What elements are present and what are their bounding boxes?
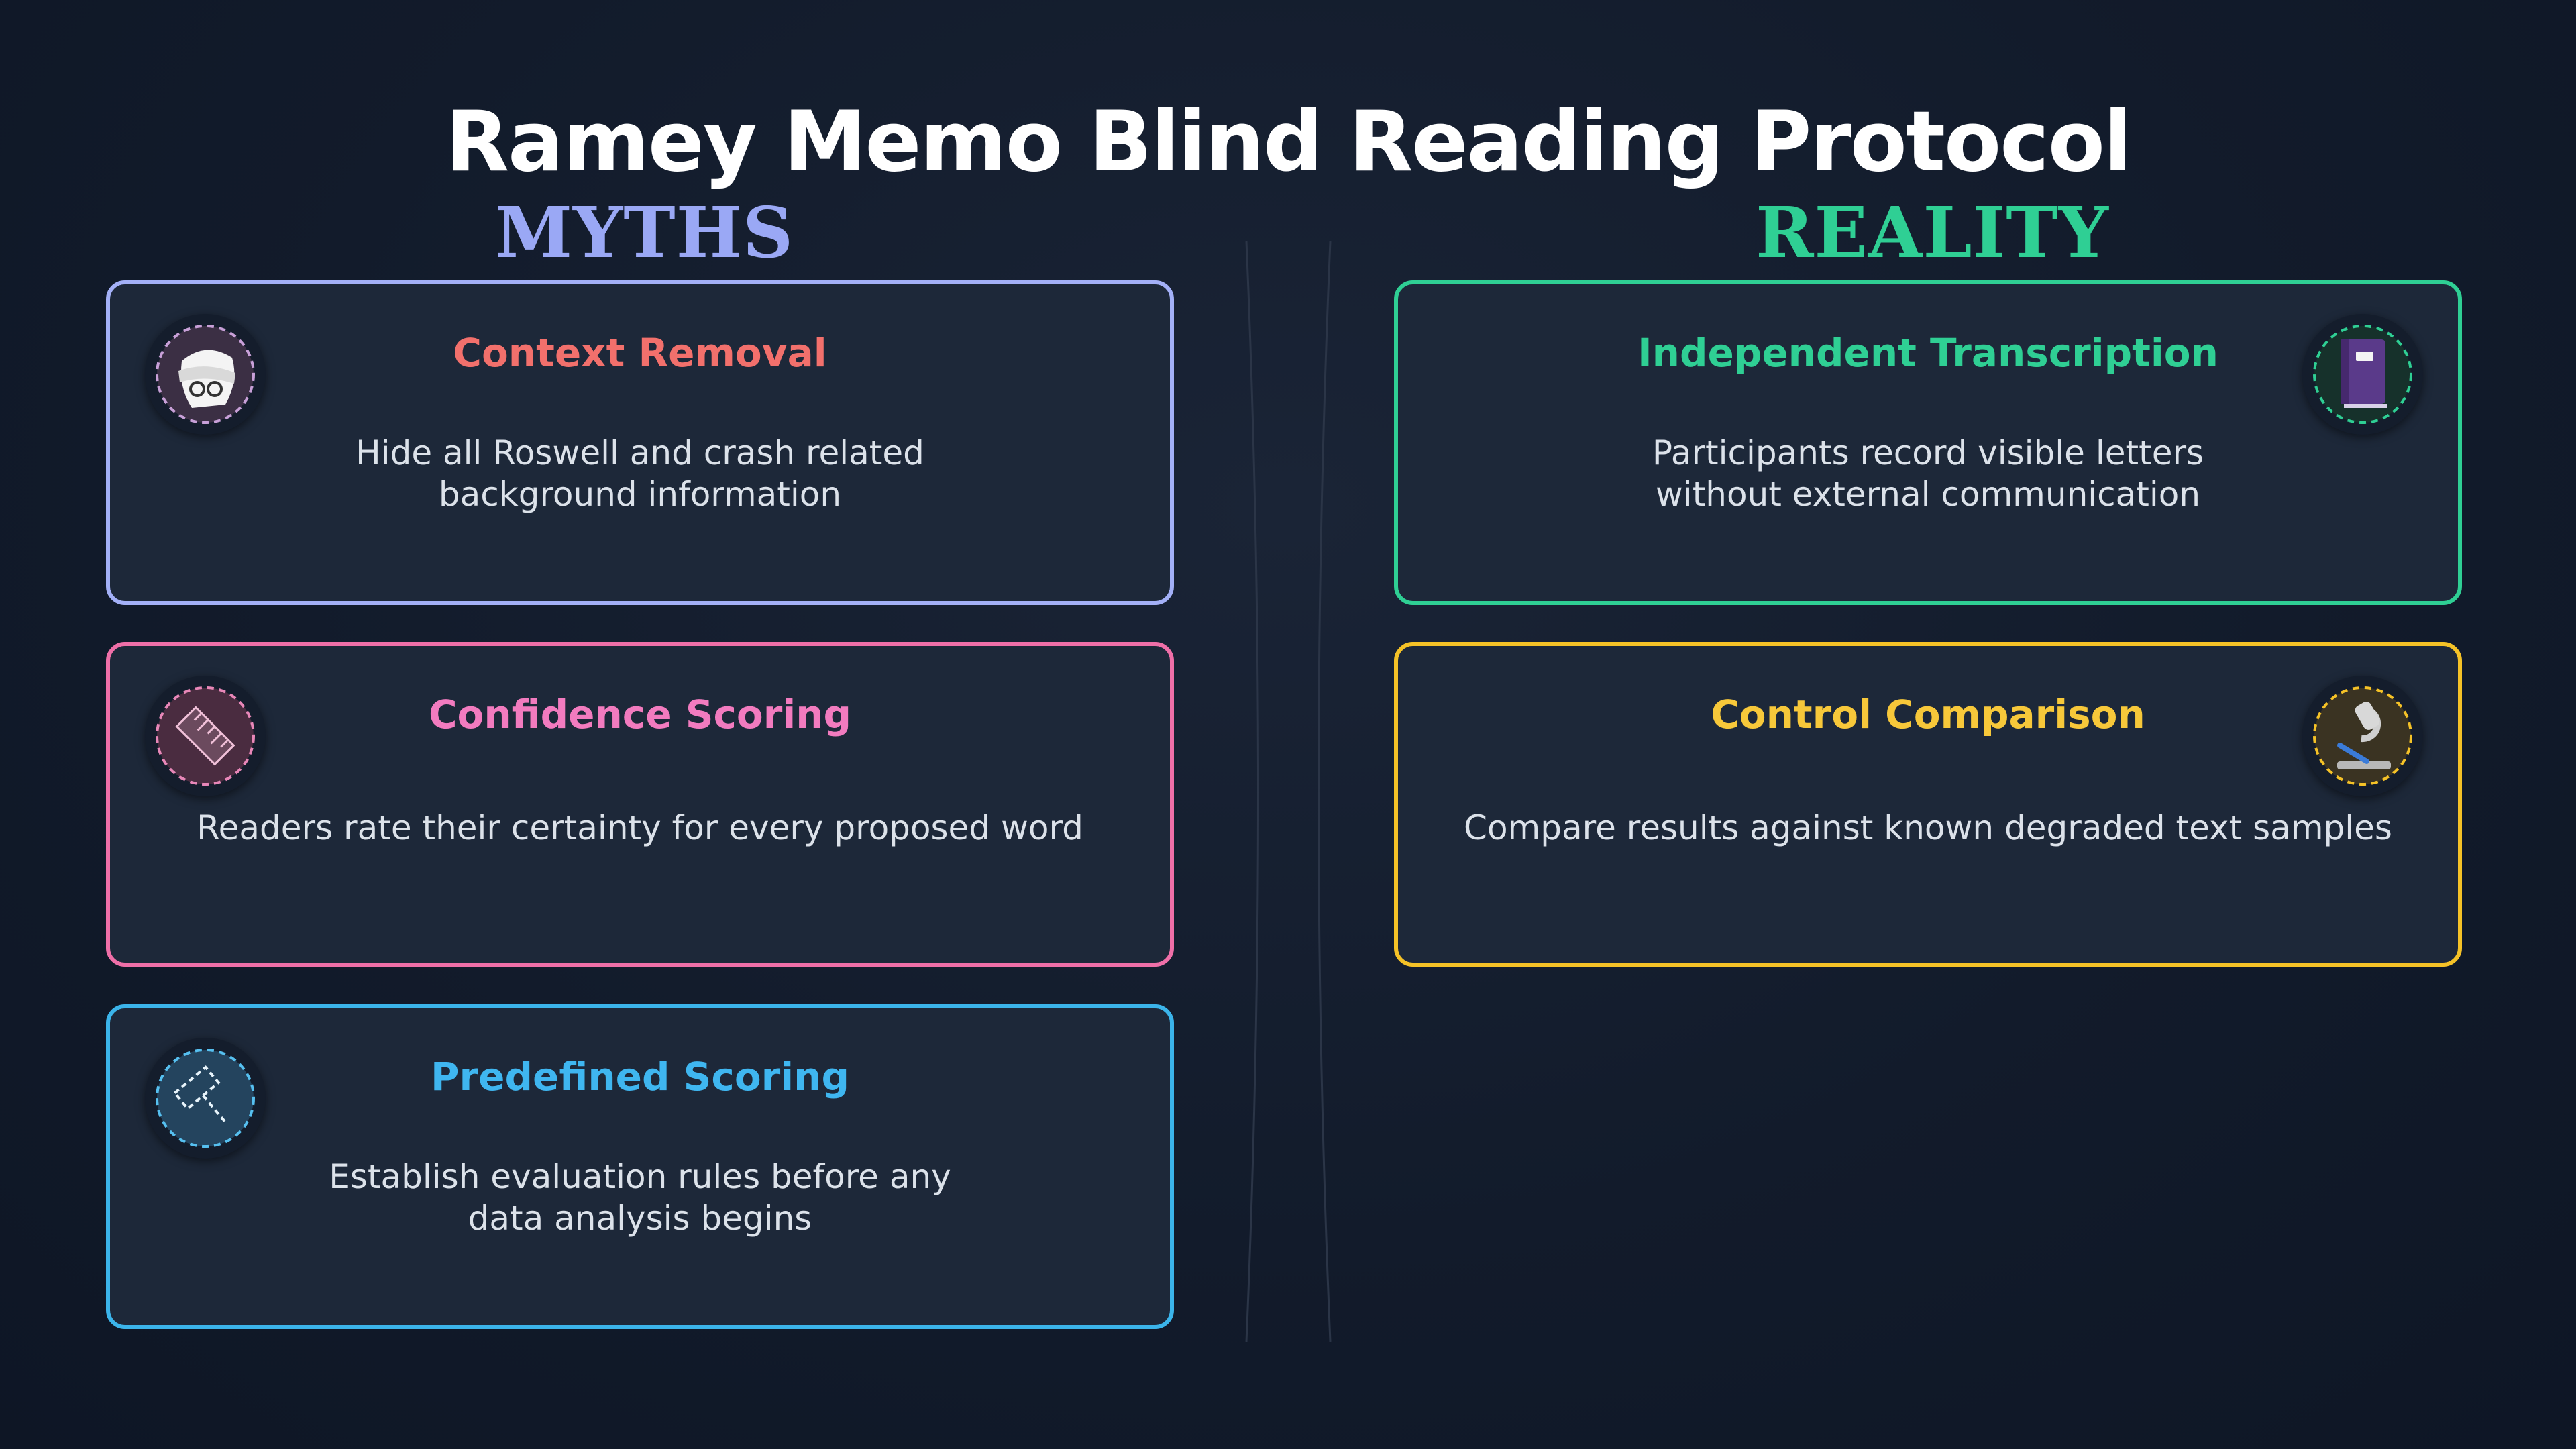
page-title: Ramey Memo Blind Reading Protocol: [445, 94, 2133, 191]
card-title: Control Comparison: [1711, 692, 2145, 737]
myth-card-context-removal: Context Removal Hide all Roswell and cra…: [106, 280, 1174, 605]
myth-card-confidence-scoring: Confidence Scoring Readers rate their ce…: [106, 642, 1174, 967]
microscope-icon: [2302, 676, 2423, 796]
card-description: Participants record visible letters with…: [1652, 433, 2204, 514]
card-title: Predefined Scoring: [431, 1054, 849, 1099]
myth-card-predefined-scoring: Predefined Scoring Establish evaluation …: [106, 1004, 1174, 1329]
myths-heading: MYTHS: [494, 191, 794, 274]
reality-heading: REALITY: [1756, 191, 2109, 274]
reality-card-independent-transcription: Independent Transcription Participants r…: [1394, 280, 2462, 605]
blindfold-icon: [145, 314, 266, 435]
gavel-icon: [145, 1038, 266, 1159]
card-description: Hide all Roswell and crash related backg…: [356, 433, 924, 514]
card-description: Establish evaluation rules before any da…: [329, 1157, 951, 1238]
reality-card-control-comparison: Control Comparison Compare results again…: [1394, 642, 2462, 967]
card-description: Readers rate their certainty for every p…: [197, 808, 1083, 847]
notebook-icon: [2302, 314, 2423, 435]
ruler-icon: [145, 676, 266, 796]
card-description: Compare results against known degraded t…: [1464, 808, 2392, 847]
card-title: Confidence Scoring: [428, 692, 852, 737]
card-title: Independent Transcription: [1638, 330, 2218, 376]
center-divider: [1245, 241, 1332, 1342]
card-title: Context Removal: [453, 330, 827, 376]
